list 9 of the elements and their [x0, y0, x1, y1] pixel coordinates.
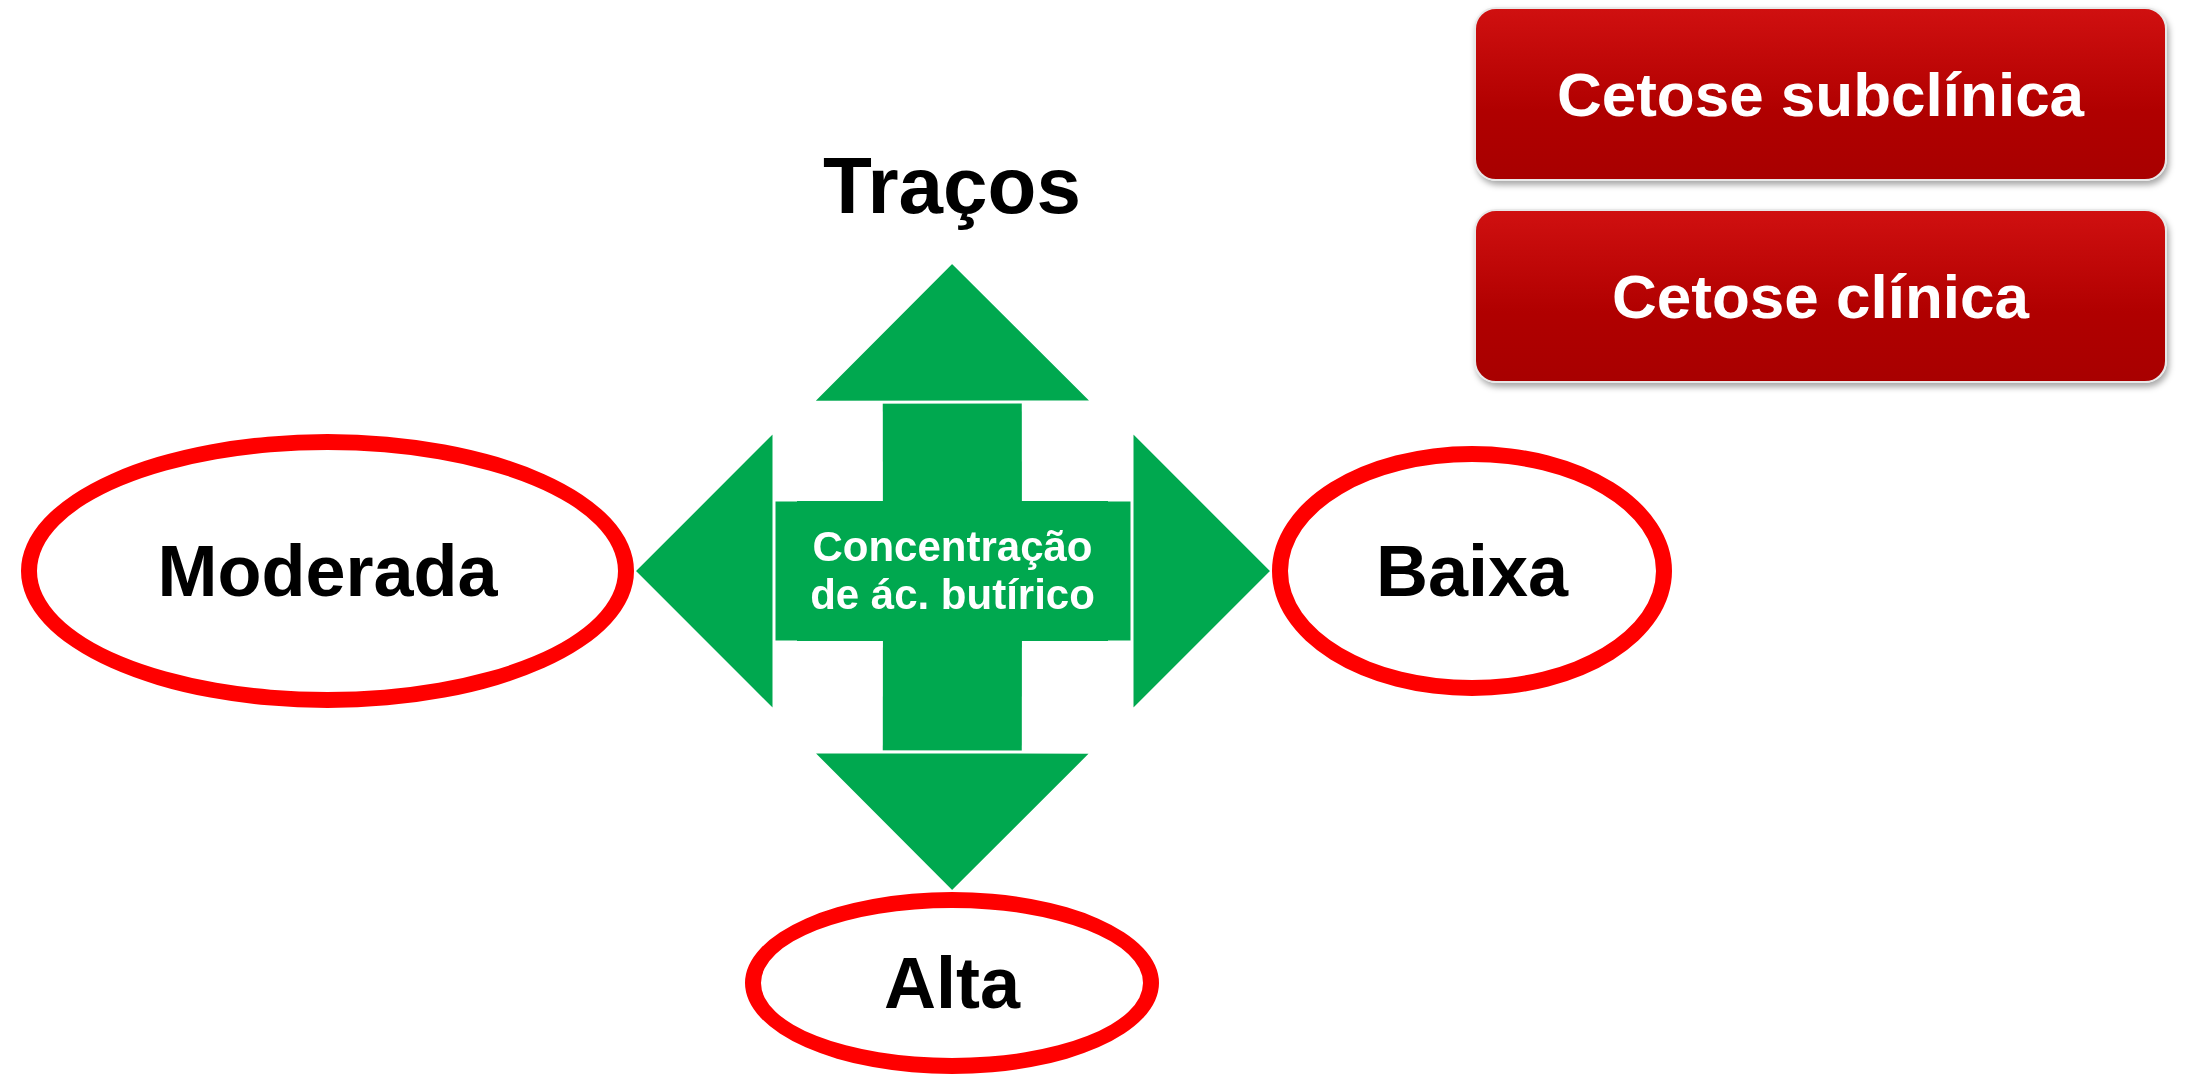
node-text: Traços [823, 140, 1081, 232]
node-text: Baixa [1375, 530, 1569, 612]
node-text: Cetose clínica [1612, 260, 2029, 332]
rounded-box [1474, 7, 2167, 181]
node-text: Moderada [157, 530, 498, 612]
rounded-box [1474, 209, 2167, 383]
node-text: Cetose subclínica [1556, 58, 2085, 130]
node-text: Alta [884, 942, 1020, 1024]
node-text: Concentração de ác. butírico [809, 522, 1096, 620]
